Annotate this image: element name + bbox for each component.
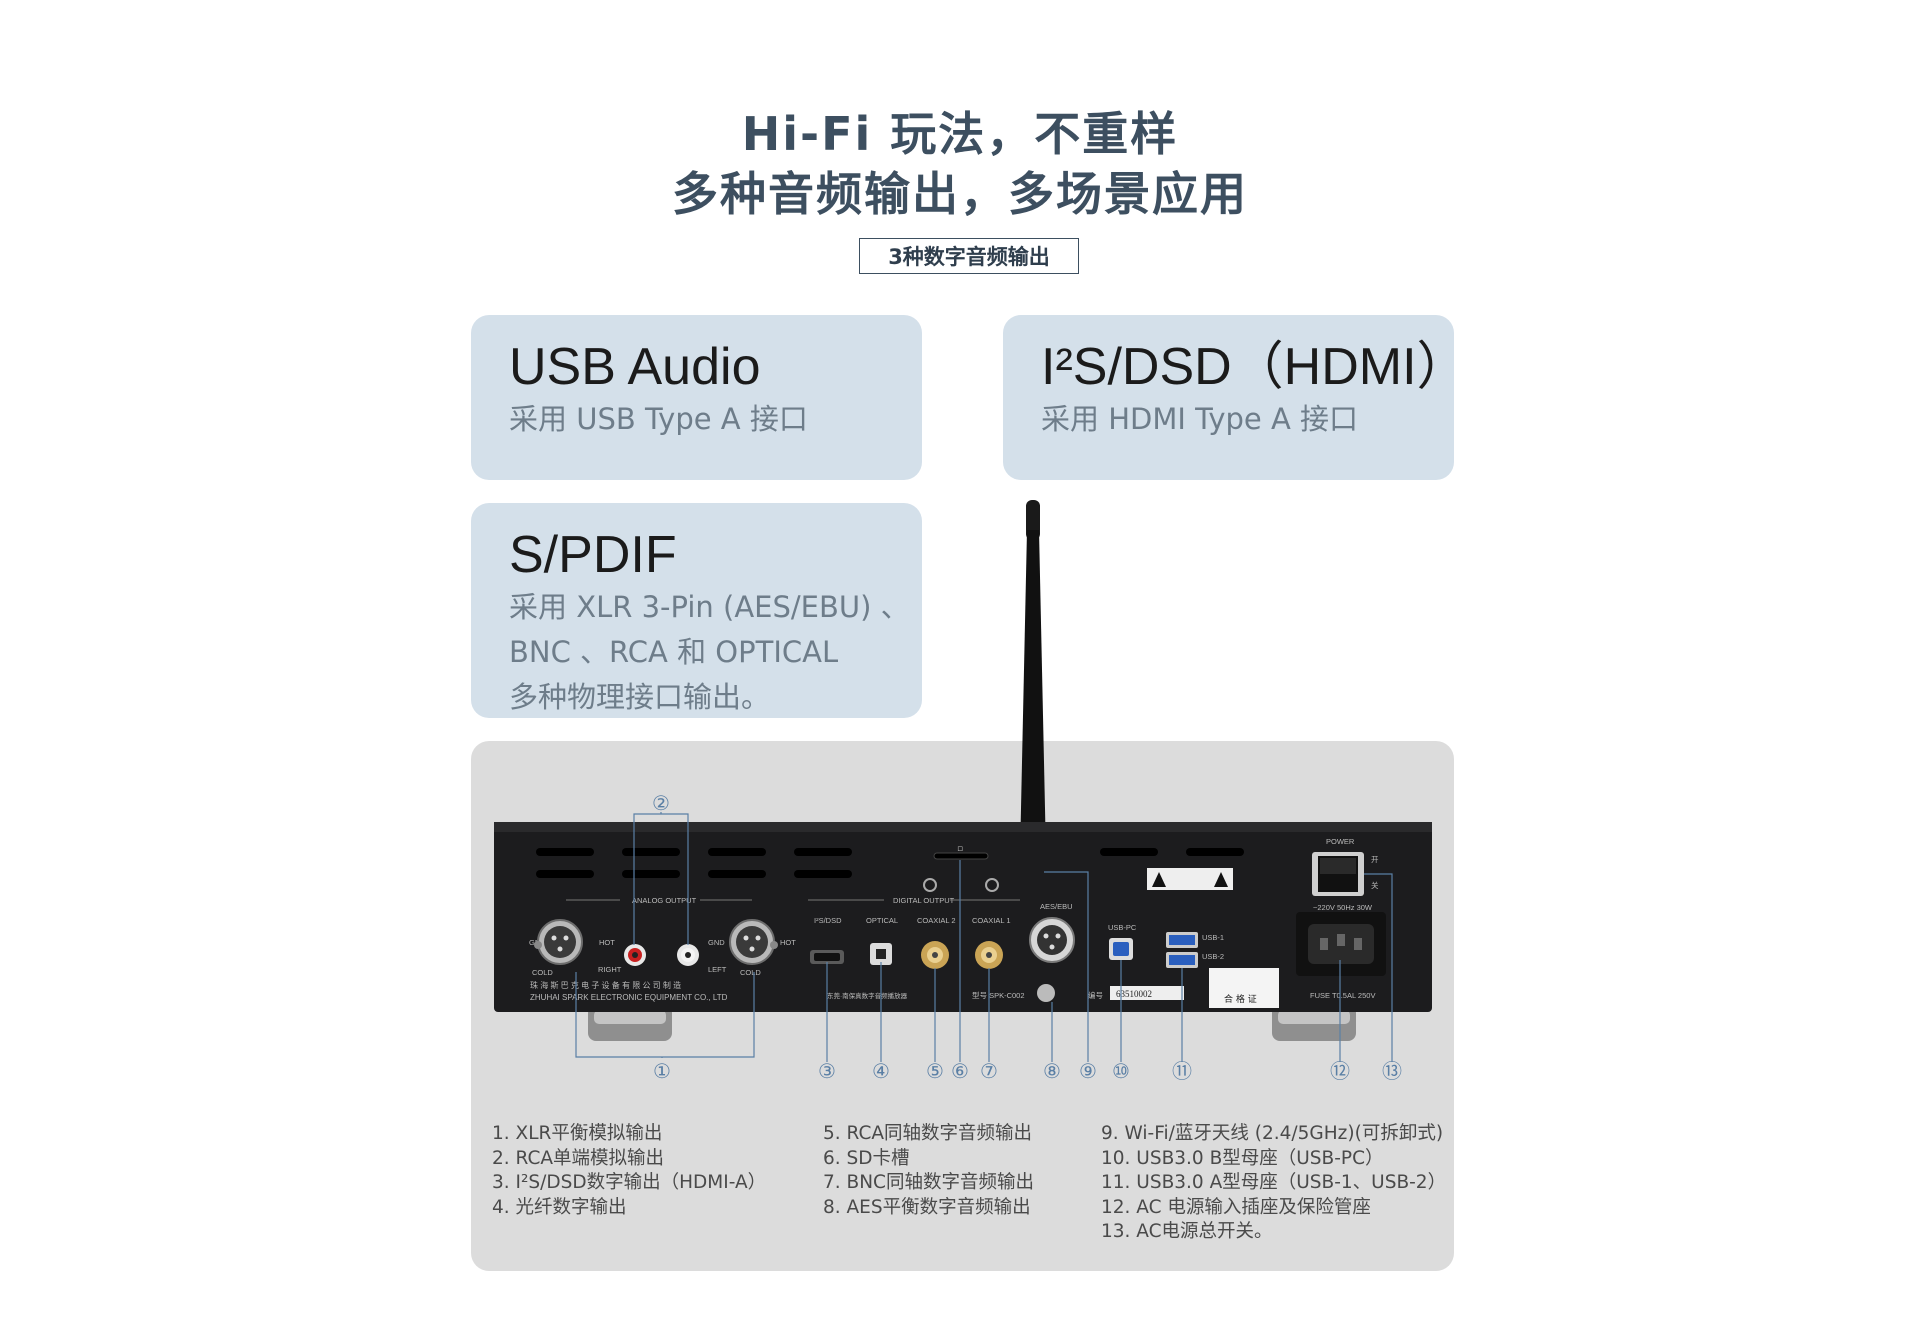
legend-item: 1. XLR平衡模拟输出: [492, 1123, 663, 1144]
svg-text:▫: ▫: [957, 844, 963, 854]
card-i2s-dsd: I²S/DSD（HDMI） 采用 HDMI Type A 接口: [1003, 315, 1469, 480]
callout-1: ①: [653, 1059, 671, 1083]
ac-power-inlet: [1296, 912, 1386, 976]
model-note: 东莞·南保真数字音频播放器: [827, 991, 908, 1000]
callout-5: ⑤: [926, 1059, 944, 1083]
power-on-label: 开: [1371, 855, 1379, 864]
cold-left-label: COLD: [532, 968, 553, 977]
usb-b-port: [1109, 938, 1133, 960]
usb2-port-label: USB-2: [1202, 952, 1224, 961]
callout-11: ⑪: [1172, 1059, 1192, 1083]
card-i2s-desc: 采用 HDMI Type A 接口: [1041, 402, 1359, 436]
legend-item: 7. BNC同轴数字音频输出: [823, 1172, 1034, 1193]
serial-label: 编号: [1088, 990, 1103, 1000]
model-label: 型号 SPK-C002: [972, 991, 1025, 1000]
legend-item: 8. AES平衡数字音频输出: [823, 1196, 1031, 1218]
optical-port-label: OPTICAL: [866, 916, 898, 925]
legend-item: 3. I²S/DSD数字输出（HDMI-A）: [492, 1172, 767, 1193]
left-channel-label: LEFT: [708, 965, 727, 974]
usb-a-ports: [1166, 932, 1198, 968]
card-spdif: S/PDIF 采用 XLR 3-Pin (AES/EBU) 、 BNC 、RCA…: [471, 503, 922, 718]
callout-12: ⑫: [1330, 1059, 1350, 1083]
card-usb-audio: USB Audio 采用 USB Type A 接口: [471, 315, 922, 480]
legend-column-2: 5. RCA同轴数字音频输出 6. SD卡槽 7. BNC同轴数字音频输出 8.…: [823, 1122, 1034, 1220]
ground-screw: [1037, 984, 1055, 1002]
card-spdif-desc-1: 采用 XLR 3-Pin (AES/EBU) 、: [509, 590, 910, 624]
rca-analog-outputs: [624, 944, 699, 966]
callout-13: ⑬: [1382, 1059, 1402, 1083]
sd-card-slot: ▫: [933, 844, 989, 860]
hdmi-i2s-port: [810, 950, 844, 964]
hot-right-label: HOT: [780, 938, 796, 947]
legend-item: 12. AC 电源输入插座及保险管座: [1101, 1196, 1371, 1218]
aes-ebu-port: [1029, 917, 1075, 963]
gnd-right-label: GND: [708, 938, 725, 947]
legend-item: 13. AC电源总开关。: [1101, 1221, 1273, 1242]
fuse-label: FUSE T0.5AL 250V: [1310, 991, 1375, 1000]
cold-right-label: COLD: [740, 968, 761, 977]
legend-column-3: 9. Wi-Fi/蓝牙天线 (2.4/5GHz)(可拆卸式) 10. USB3.…: [1101, 1122, 1446, 1245]
usb-pc-port-label: USB-PC: [1108, 923, 1137, 932]
usb1-port-label: USB-1: [1202, 933, 1224, 942]
legend-item: 5. RCA同轴数字音频输出: [823, 1123, 1033, 1144]
xlr-analog-outputs: [534, 919, 778, 965]
callout-10: ⑩: [1112, 1059, 1130, 1083]
output-count-tag: 3种数字音频输出: [859, 238, 1079, 274]
bnc-coaxial1-port: [975, 941, 1003, 969]
optical-port: [870, 943, 892, 965]
headline-line2: 多种音频输出，多场景应用: [672, 167, 1248, 221]
i2s-dsd-port-label: I²S/DSD: [814, 916, 842, 925]
ac-rating-label: ~220V 50Hz 30W: [1313, 903, 1373, 912]
right-channel-label: RIGHT: [598, 965, 622, 974]
hot-left-label: HOT: [599, 938, 615, 947]
legend-item: 4. 光纤数字输出: [492, 1196, 627, 1218]
card-i2s-title: I²S/DSD（HDMI）: [1041, 338, 1469, 396]
power-switch: [1312, 852, 1364, 896]
callout-3: ③: [818, 1059, 836, 1083]
callout-6: ⑥: [951, 1059, 969, 1083]
aes-ebu-port-label: AES/EBU: [1040, 902, 1073, 911]
card-spdif-desc-3: 多种物理接口输出。: [509, 680, 771, 714]
coaxial1-port-label: COAXIAL 1: [972, 916, 1011, 925]
svg-text:63510002: 63510002: [1116, 989, 1152, 999]
power-label: POWER: [1326, 837, 1355, 846]
callout-2: ②: [652, 791, 670, 815]
card-spdif-title: S/PDIF: [509, 526, 677, 584]
digital-output-label: DIGITAL OUTPUT: [893, 896, 955, 905]
company-en: ZHUHAI SPARK ELECTRONIC EQUIPMENT CO., L…: [530, 993, 728, 1002]
callout-lines: [575, 812, 1393, 1062]
headline-line1: Hi-Fi 玩法，不重样: [741, 107, 1179, 161]
analog-output-label: ANALOG OUTPUT: [632, 896, 697, 905]
vent-slots: [536, 848, 1244, 878]
company-cn: 珠 海 斯 巴 克 电 子 设 备 有 限 公 司 制 造: [530, 980, 681, 990]
legend-item: 6. SD卡槽: [823, 1147, 910, 1169]
callout-8: ⑧: [1043, 1059, 1061, 1083]
card-usb-title: USB Audio: [509, 338, 761, 396]
legend-column-1: 1. XLR平衡模拟输出 2. RCA单端模拟输出 3. I²S/DSD数字输出…: [492, 1122, 766, 1220]
coaxial2-port-label: COAXIAL 2: [917, 916, 956, 925]
card-usb-desc: 采用 USB Type A 接口: [509, 402, 808, 436]
device-feet: [588, 1005, 1356, 1041]
legend-item: 10. USB3.0 B型母座（USB-PC）: [1101, 1147, 1384, 1169]
serial-sticker: 63510002: [1110, 986, 1184, 1000]
antenna-icon: [1020, 500, 1046, 855]
certificate-sticker: 合 格 证: [1209, 968, 1279, 1008]
callout-4: ④: [872, 1059, 890, 1083]
legend-item: 2. RCA单端模拟输出: [492, 1147, 665, 1169]
card-spdif-desc-2: BNC 、RCA 和 OPTICAL: [509, 635, 839, 669]
warning-sticker: [1147, 868, 1233, 890]
callout-7: ⑦: [980, 1059, 998, 1083]
rca-coaxial2-port: [921, 941, 949, 969]
legend-item: 9. Wi-Fi/蓝牙天线 (2.4/5GHz)(可拆卸式): [1101, 1123, 1444, 1144]
legend-item: 11. USB3.0 A型母座（USB-1、USB-2）: [1101, 1172, 1447, 1193]
svg-text:合 格 证: 合 格 证: [1224, 993, 1257, 1005]
power-off-label: 关: [1371, 880, 1379, 890]
callout-9: ⑨: [1079, 1059, 1097, 1083]
